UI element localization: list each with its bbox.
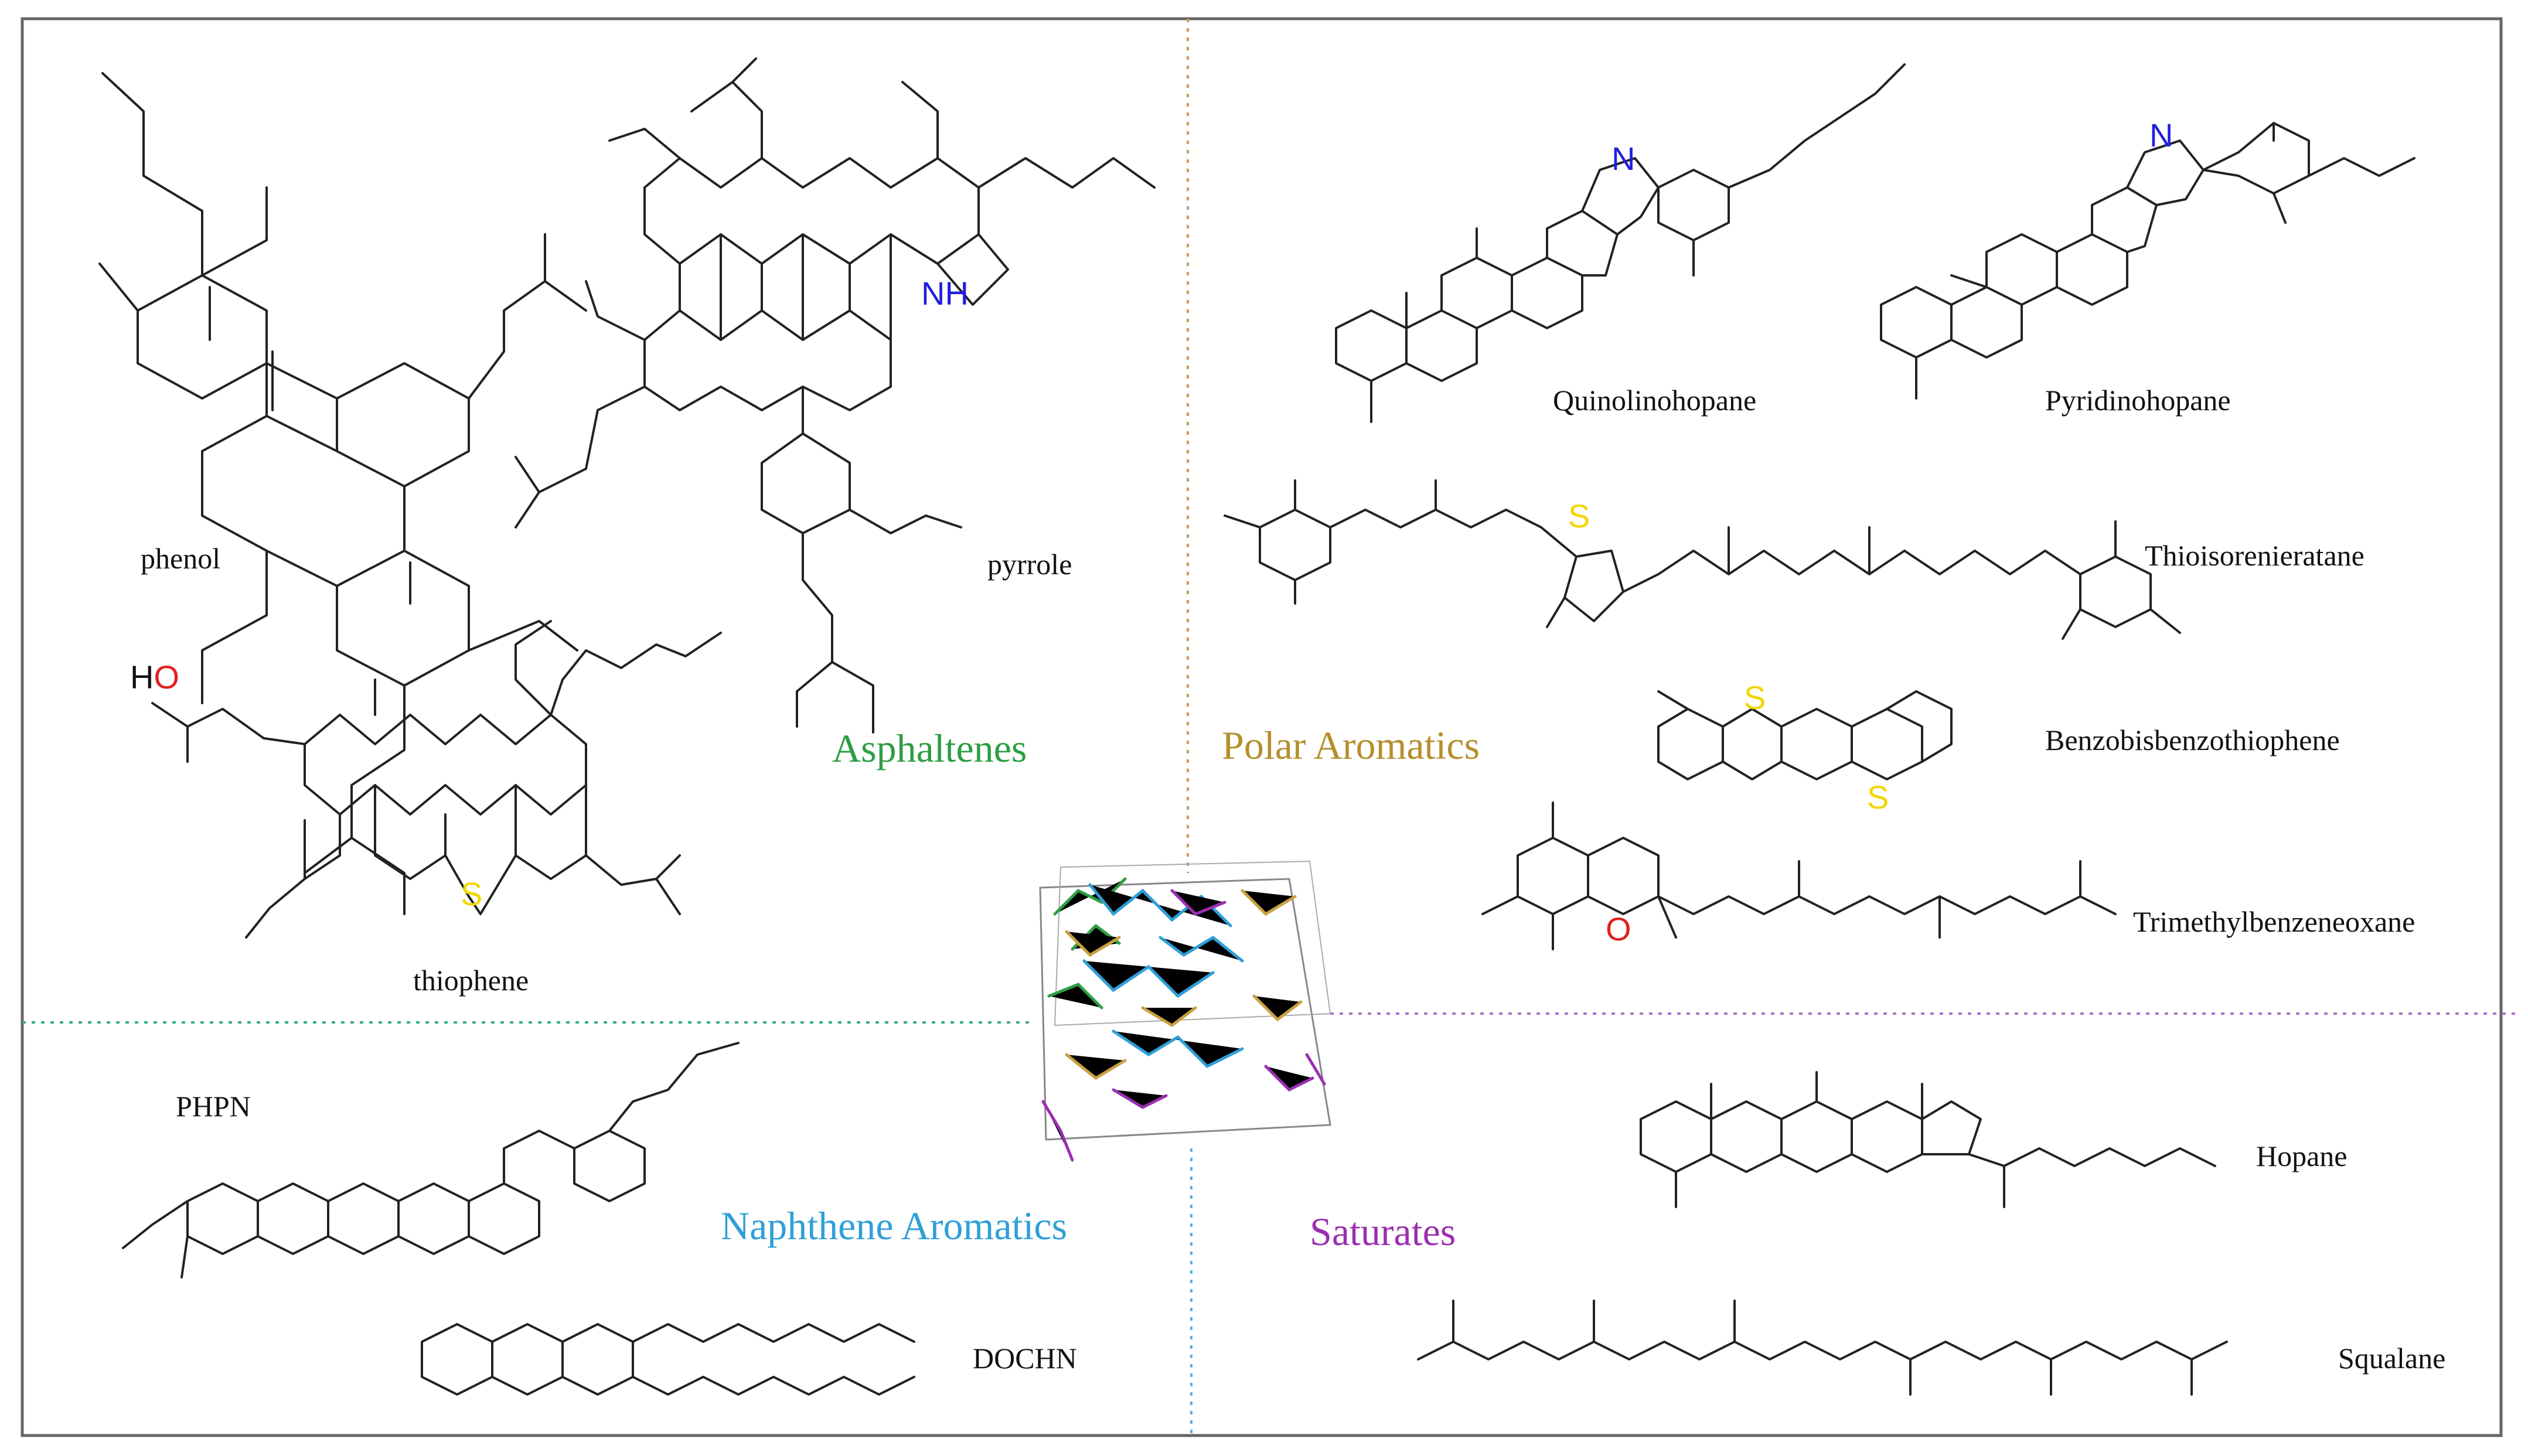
benzobis-s1-label: S <box>1744 679 1766 716</box>
trimethylbenzeneoxane-label: Trimethylbenzeneoxane <box>2133 905 2415 938</box>
thioisorenieratane-s-label: S <box>1568 497 1590 534</box>
squalane-structure <box>1417 1300 2228 1396</box>
phenol-label: phenol <box>141 542 220 575</box>
outer-frame <box>21 17 2503 1437</box>
pyrrole-structure: NH <box>515 57 1156 734</box>
dochn-label: DOCHN <box>973 1342 1077 1375</box>
dochn-structure <box>421 1323 915 1396</box>
group-polar-aromatics: Polar Aromatics <box>1222 723 1480 768</box>
molecular-model-box <box>1039 860 1331 1162</box>
benzobisbenzothiophene-label: Benzobisbenzothiophene <box>2045 724 2340 756</box>
pyrrole-label: pyrrole <box>987 548 1072 581</box>
thiophene-s-label: S <box>461 875 482 912</box>
phenol-structure: HO <box>98 72 587 915</box>
thiophene-structure: S <box>151 620 722 939</box>
trimethylbenzeneoxane-o-label: O <box>1606 911 1631 947</box>
group-naphthene-aromatics: Naphthene Aromatics <box>721 1203 1067 1248</box>
benzobisbenzothiophene-structure: S S <box>1657 679 1953 816</box>
pyridinohopane-label: Pyridinohopane <box>2045 384 2231 417</box>
phpn-structure <box>122 1042 740 1278</box>
thioisorenieratane-label: Thioisorenieratane <box>2145 539 2365 572</box>
thioisorenieratane-structure: S <box>1224 479 2181 640</box>
quinolinohopane-structure: N <box>1335 63 1906 423</box>
hydroxyl-label: HO <box>130 659 179 695</box>
hopane-label: Hopane <box>2256 1140 2348 1172</box>
hopane-structure <box>1640 1071 2216 1208</box>
thiophene-label: thiophene <box>413 964 529 997</box>
phpn-label: PHPN <box>176 1090 251 1123</box>
group-saturates: Saturates <box>1310 1209 1456 1254</box>
quinolinohopane-label: Quinolinohopane <box>1553 384 1756 417</box>
benzobis-s2-label: S <box>1867 779 1889 816</box>
pyrrole-nh-label: NH <box>921 275 969 312</box>
quinolinohopane-n-label: N <box>1611 140 1635 177</box>
group-asphaltenes: Asphaltenes <box>832 726 1027 770</box>
pyridinohopane-n-label: N <box>2149 117 2173 154</box>
trimethylbenzeneoxane-structure: O <box>1481 802 2117 950</box>
pyridinohopane-structure: N <box>1880 117 2415 400</box>
squalane-label: Squalane <box>2338 1342 2445 1375</box>
